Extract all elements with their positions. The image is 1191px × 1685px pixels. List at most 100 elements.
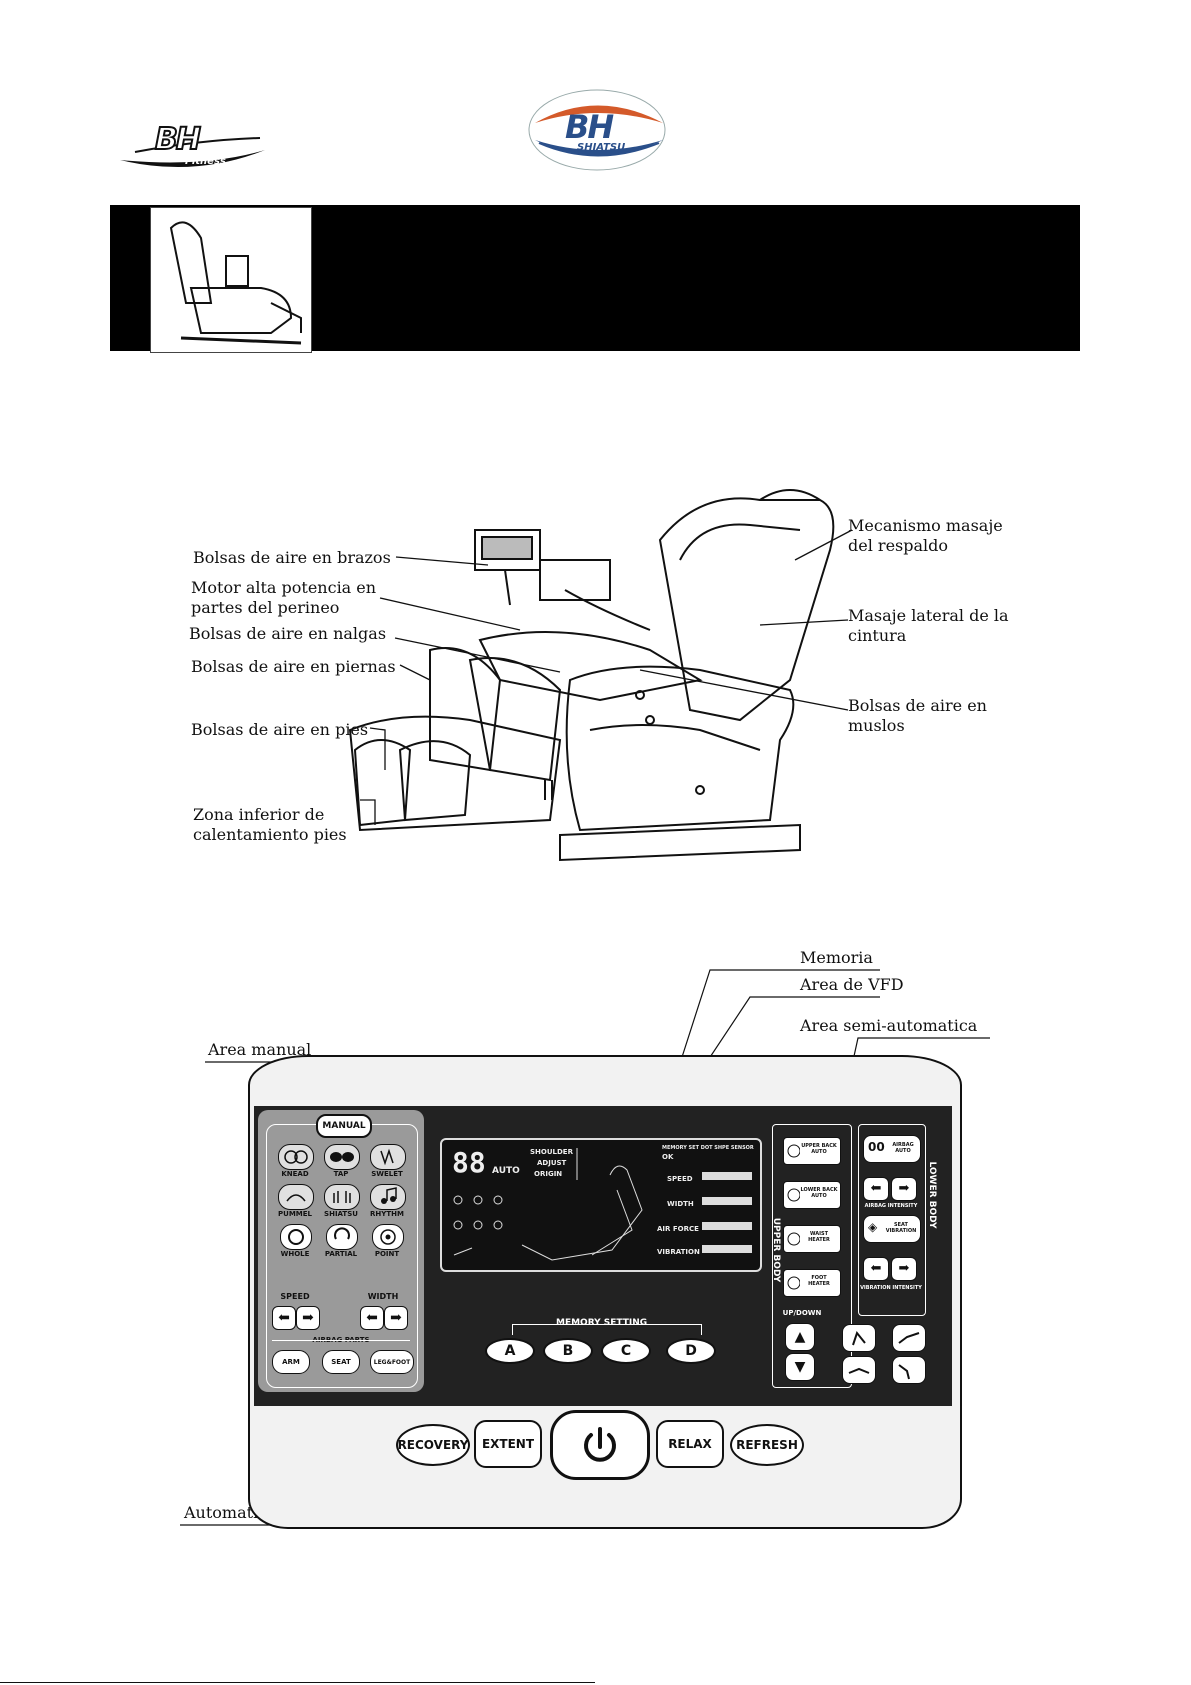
pummel-icon — [286, 1194, 306, 1202]
airbag-auto-button[interactable]: 00 AIRBAG AUTO — [863, 1135, 921, 1163]
vfd-adjust: ADJUST — [537, 1159, 567, 1167]
massage-chair-icon — [169, 221, 302, 345]
lower-body-label: LOWER BODY — [927, 1161, 937, 1229]
banner-chair-thumbnail — [150, 207, 312, 353]
swelet-button[interactable] — [370, 1144, 406, 1170]
upper-body-area: UPPER BACK AUTO LOWER BACK AUTO WAIST HE… — [772, 1124, 852, 1388]
point-label: POINT — [374, 1250, 400, 1258]
callout-backrest-line2: del respaldo — [848, 536, 949, 555]
legrest-down-icon — [898, 1364, 910, 1380]
arrow-left-icon: ⬅ — [278, 1310, 290, 1326]
width-label: WIDTH — [367, 1292, 399, 1301]
backrest-down-button[interactable] — [842, 1356, 876, 1384]
speed-label: SPEED — [280, 1292, 310, 1301]
power-button[interactable] — [550, 1410, 650, 1480]
foot-heater-button[interactable]: FOOT HEATER — [783, 1269, 841, 1297]
vfd-auto: AUTO — [492, 1166, 520, 1176]
upper-body-label: UPPER BODY — [771, 1217, 781, 1283]
down-button[interactable]: ▼ — [785, 1353, 815, 1381]
seat-vibration-label: SEAT VIBRATION — [885, 1222, 917, 1234]
rhythm-label: RHYTHM — [370, 1210, 404, 1218]
rhythm-button[interactable] — [370, 1184, 406, 1210]
callout-heat-line2: calentamiento pies — [193, 825, 347, 844]
shiatsu-emblem-icon — [528, 89, 666, 171]
callout-thigh-line2: muslos — [848, 716, 905, 735]
swelet-icon — [380, 1148, 394, 1166]
extent-button[interactable]: EXTENT — [474, 1420, 542, 1468]
partial-label: PARTIAL — [324, 1250, 358, 1258]
legrest-up-icon — [898, 1332, 920, 1344]
knead-label: KNEAD — [281, 1170, 309, 1178]
callout-vfd: Area de VFD — [800, 975, 904, 994]
pummel-button[interactable] — [278, 1184, 314, 1210]
lower-back-auto-button[interactable]: LOWER BACK AUTO — [783, 1181, 841, 1209]
callout-buttock-airbags: Bolsas de aire en nalgas — [189, 624, 387, 643]
manual-area: MANUAL KNEAD TAP SWELET PUMMEL SHIATSU R… — [258, 1110, 424, 1392]
bh-fitness-logo: BH Fitness — [115, 120, 270, 175]
up-button[interactable]: ▲ — [785, 1323, 815, 1351]
leg-foot-button[interactable]: LEG&FOOT — [370, 1350, 414, 1374]
tap-button[interactable] — [324, 1144, 360, 1170]
vibration-intensity-down-button[interactable]: ⬅ — [863, 1257, 889, 1281]
memory-c-button[interactable]: C — [601, 1338, 651, 1364]
airbag-intensity-label: AIRBAG INTENSITY — [864, 1203, 918, 1209]
partial-button[interactable] — [326, 1224, 358, 1250]
massage-chair-illustration — [348, 489, 853, 862]
whole-button[interactable] — [280, 1224, 312, 1250]
memory-d-button[interactable]: D — [666, 1338, 716, 1364]
legrest-down-button[interactable] — [892, 1356, 926, 1384]
width-down-button[interactable]: ⬅ — [360, 1306, 384, 1330]
relax-button[interactable]: RELAX — [656, 1420, 724, 1468]
shiatsu-button[interactable] — [324, 1184, 360, 1210]
vfd-vibration: VIBRATION — [657, 1248, 700, 1256]
recovery-button[interactable]: RECOVERY — [396, 1424, 470, 1466]
refresh-button[interactable]: REFRESH — [730, 1424, 804, 1466]
vfd-digits: 88 — [452, 1146, 486, 1179]
manual-button[interactable]: MANUAL — [316, 1114, 372, 1138]
point-button[interactable] — [372, 1224, 404, 1250]
width-up-button[interactable]: ➡ — [384, 1306, 408, 1330]
shiatsu-label: SHIATSU — [324, 1210, 358, 1218]
callout-foot-airbags: Bolsas de aire en pies — [191, 720, 369, 739]
knead-icon — [284, 1150, 308, 1164]
callout-backrest-line1: Mecanismo masaje — [848, 516, 1003, 535]
memory-b-button[interactable]: B — [543, 1338, 593, 1364]
lower-back-icon — [787, 1188, 801, 1202]
memory-setting-frame — [512, 1324, 702, 1335]
vibration-intensity-up-button[interactable]: ➡ — [891, 1257, 917, 1281]
bh-shiatsu-logo-text: BH — [565, 108, 614, 146]
memory-setting-label: MEMORY SETTING — [556, 1318, 648, 1328]
knead-button[interactable] — [278, 1144, 314, 1170]
upper-back-auto-label: UPPER BACK AUTO — [801, 1143, 837, 1155]
airbag-auto-label: AIRBAG AUTO — [892, 1142, 914, 1154]
seat-button[interactable]: SEAT — [322, 1350, 360, 1374]
arrow-up-icon: ▲ — [794, 1329, 806, 1345]
callout-leg-airbags: Bolsas de aire en piernas — [191, 657, 396, 676]
speed-up-button[interactable]: ➡ — [296, 1306, 320, 1330]
seat-vibration-button[interactable]: ◈ SEAT VIBRATION — [863, 1215, 921, 1243]
callout-waist-line2: cintura — [848, 626, 907, 645]
recline-flat-icon — [848, 1367, 870, 1374]
whole-label: WHOLE — [280, 1250, 310, 1258]
speed-down-button[interactable]: ⬅ — [272, 1306, 296, 1330]
whole-icon — [288, 1229, 304, 1245]
upper-back-icon — [787, 1144, 801, 1158]
waist-heater-button[interactable]: WAIST HEATER — [783, 1225, 841, 1253]
vfd-display: 88 AUTO SHOULDER ADJUST ORIGIN MEMORY SE… — [440, 1138, 762, 1272]
upper-back-auto-button[interactable]: UPPER BACK AUTO — [783, 1137, 841, 1165]
rhythm-icon — [381, 1187, 397, 1204]
arrow-right-icon: ➡ — [898, 1261, 910, 1276]
vfd-ok: OK — [662, 1153, 674, 1161]
foot-heater-icon — [787, 1276, 801, 1290]
airbag-intensity-up-button[interactable]: ➡ — [891, 1177, 917, 1201]
arm-button[interactable]: ARM — [272, 1350, 310, 1374]
shiatsu-icon — [333, 1191, 351, 1203]
vfd-memory-row: MEMORY SET DOT SHPE SENSOR — [662, 1145, 754, 1151]
arrow-right-icon: ➡ — [898, 1181, 910, 1196]
legrest-up-button[interactable] — [892, 1324, 926, 1352]
backrest-up-button[interactable] — [842, 1324, 876, 1352]
memory-a-button[interactable]: A — [485, 1338, 535, 1364]
recline-icon — [852, 1330, 866, 1346]
tap-label: TAP — [333, 1170, 349, 1178]
airbag-intensity-down-button[interactable]: ⬅ — [863, 1177, 889, 1201]
